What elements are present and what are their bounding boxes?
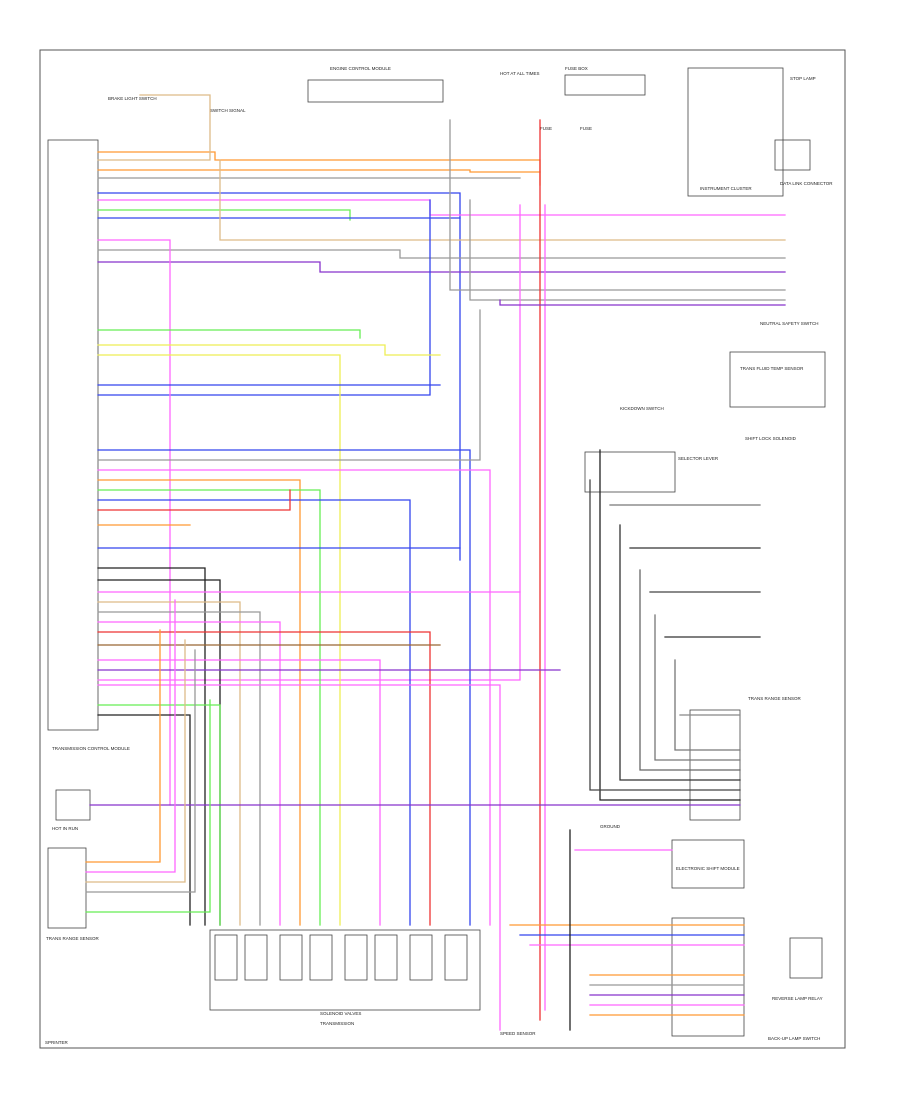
wire-pnk-5 — [97, 469, 491, 926]
wire-pnk-2 — [97, 204, 521, 681]
wire-gry-11 — [674, 659, 741, 751]
wire-gry-4 — [469, 199, 786, 301]
dlc-box — [55, 789, 91, 821]
wire-grn-1 — [97, 209, 351, 221]
wire-tan-2 — [219, 159, 786, 241]
solenoid-6 — [374, 934, 398, 981]
label-reverse: REVERSE LAMP RELAY — [772, 996, 823, 1001]
wire-vio-2 — [499, 299, 786, 306]
wire-pnk-10 — [85, 599, 176, 873]
wire-blk-5 — [589, 479, 741, 791]
wire-blu-1 — [97, 192, 461, 561]
wire-pnk-1 — [97, 199, 786, 216]
wire-blk-3 — [97, 714, 191, 926]
wire-blk-4 — [599, 449, 741, 801]
wire-yel-1 — [97, 344, 441, 356]
instrument-cluster-box — [687, 67, 784, 197]
label-ecm: ENGINE CONTROL MODULE — [330, 66, 391, 71]
solenoid-4 — [309, 934, 333, 981]
label-speed: SPEED SENSOR — [500, 1031, 536, 1036]
wire-tan-3 — [97, 601, 241, 926]
solenoid-3 — [279, 934, 303, 981]
wire-vio-1 — [97, 261, 786, 273]
range-connector — [689, 709, 741, 821]
label-selector: SELECTOR LEVER — [678, 456, 719, 461]
label-shift-module: ELECTRONIC SHIFT MODULE — [676, 866, 740, 871]
solenoid-connectors — [214, 934, 468, 981]
wire-grn-4 — [97, 704, 221, 926]
ecm-box — [307, 79, 444, 103]
fluid-temp-box — [729, 351, 826, 408]
wire-red-2 — [97, 489, 291, 511]
label-neutral: NEUTRAL SAFETY SWITCH — [760, 321, 819, 326]
wire-grn-3 — [97, 489, 321, 926]
wire-pnk-9 — [97, 684, 501, 1031]
wire-pnk-8 — [97, 659, 381, 926]
range-sensor-box — [47, 847, 87, 929]
label-fluid-temp: TRANS FLUID TEMP SENSOR — [740, 366, 804, 371]
footer-left: SPRINTER — [45, 1040, 69, 1045]
wire-blu-5 — [97, 449, 471, 926]
tcm-box — [47, 139, 99, 731]
label-solenoids: SOLENOID VALVES — [320, 1011, 361, 1016]
fuse-box — [564, 74, 646, 96]
solenoid-8 — [444, 934, 468, 981]
label-hot-run: DATA LINK CONNECTOR — [780, 181, 833, 186]
wire-tan-1 — [97, 94, 211, 161]
wire-org-5 — [85, 629, 161, 863]
solenoid-7 — [409, 934, 433, 981]
diagram-frame — [39, 49, 846, 1049]
label-brake-sig: SWITCH SIGNAL — [210, 108, 246, 113]
wire-gry-2 — [97, 249, 786, 259]
wire-blu-6 — [97, 499, 411, 926]
selector-box — [584, 451, 676, 493]
solenoid-5 — [344, 934, 368, 981]
label-instr: INSTRUMENT CLUSTER — [700, 186, 752, 191]
wire-gry-7 — [85, 649, 196, 893]
label-ground: GROUND — [600, 824, 621, 829]
wire-gry-3 — [449, 119, 786, 291]
label-dlc: HOT IN RUN — [52, 826, 78, 831]
solenoid-2 — [244, 934, 268, 981]
label-fuse-box: FUSE BOX — [565, 66, 588, 71]
shift-module-box — [671, 839, 745, 889]
wire-gry-5 — [97, 309, 481, 461]
wire-gry-10 — [654, 614, 741, 761]
label-trans: TRANSMISSION — [320, 1021, 354, 1026]
wire-grn-2 — [97, 329, 361, 339]
wire-blu-3 — [97, 199, 431, 396]
wire-blk-1 — [97, 567, 206, 926]
label-tcm: TRANSMISSION CONTROL MODULE — [52, 746, 130, 751]
wire-gry-9 — [639, 569, 741, 771]
label-shift-lock: SHIFT LOCK SOLENOID — [745, 436, 797, 441]
wire-yel-2 — [97, 354, 341, 926]
wire-grn-5 — [85, 699, 211, 913]
wire-blk-6 — [619, 524, 741, 781]
shift-connector — [671, 917, 745, 1037]
hot-run-box — [774, 139, 811, 171]
label-kickdown: KICKDOWN SWITCH — [620, 406, 664, 411]
wire-pnk-7 — [97, 621, 281, 926]
wire-org-3 — [97, 479, 301, 926]
label-hot-all: HOT AT ALL TIMES — [500, 71, 540, 76]
wire-group — [85, 94, 786, 1031]
label-range-2: TRANS RANGE SENSOR — [748, 696, 802, 701]
wire-red-3 — [97, 631, 431, 926]
label-stop-lamp: STOP LAMP — [790, 76, 816, 81]
label-backup: BACK-UP LAMP SWITCH — [768, 1036, 820, 1041]
valve-body-box — [209, 929, 481, 1011]
wire-org-1 — [97, 151, 541, 186]
wire-gry-6 — [97, 611, 261, 926]
label-brake-switch: BRAKE LIGHT SWITCH — [108, 96, 157, 101]
reverse-relay-box — [789, 937, 823, 979]
wire-tan-4 — [85, 639, 186, 883]
solenoid-1 — [214, 934, 238, 981]
label-fuse-a: FUSE — [540, 126, 552, 131]
wire-pnk-4 — [97, 239, 171, 806]
label-fuse-b: FUSE — [580, 126, 592, 131]
wire-org-2 — [97, 169, 541, 173]
label-range: TRANS RANGE SENSOR — [46, 936, 100, 941]
